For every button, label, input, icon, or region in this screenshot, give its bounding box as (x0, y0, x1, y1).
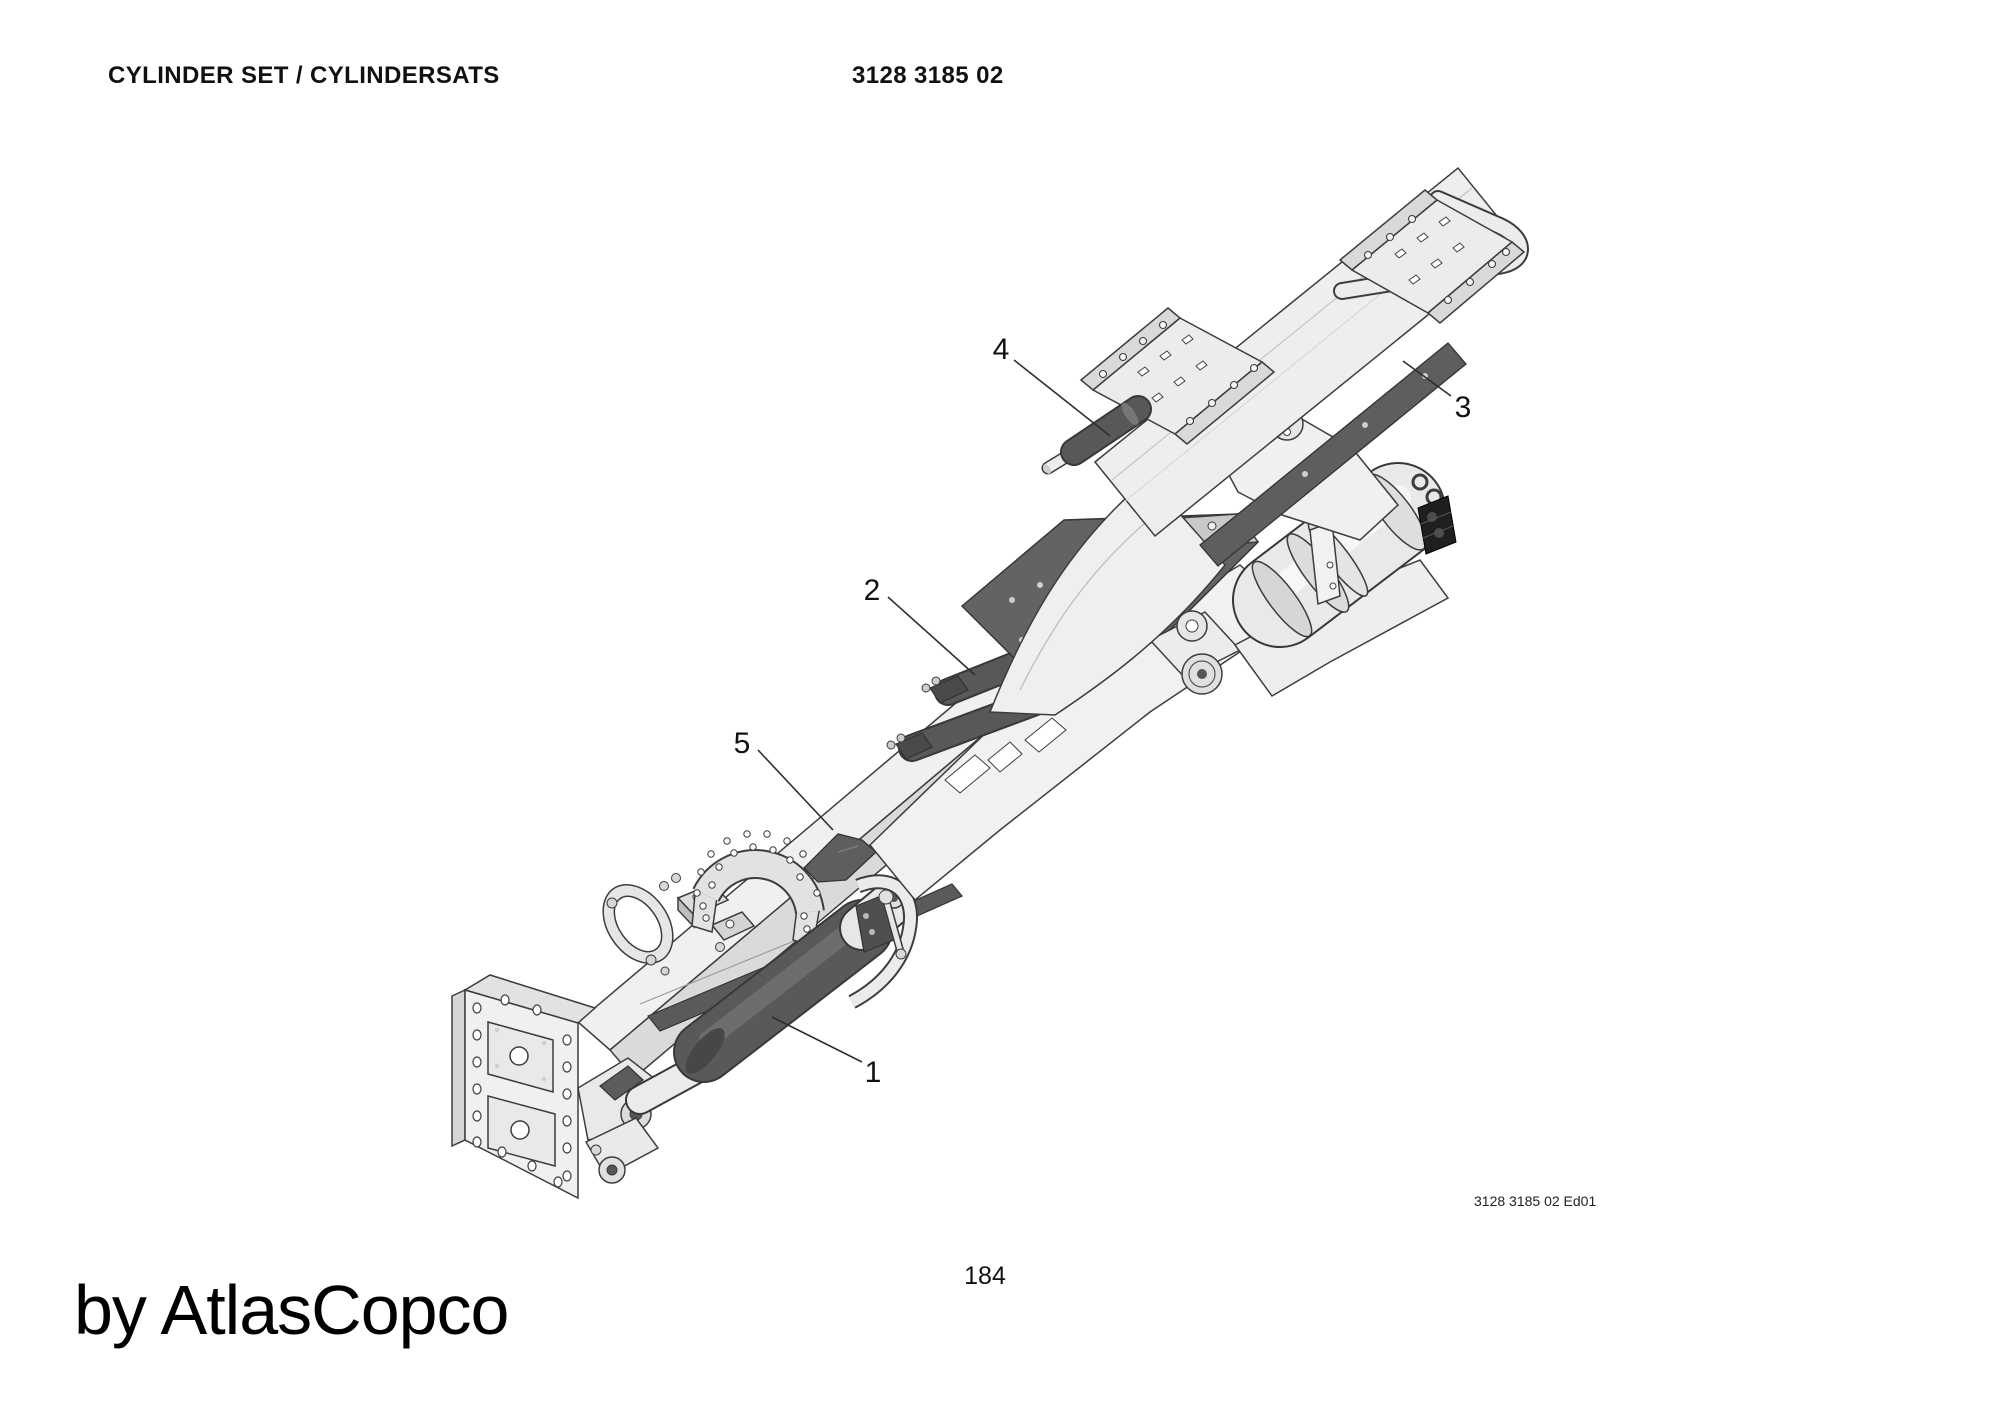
holed-arc-bracket (691, 830, 825, 947)
edition-reference: 3128 3185 02 Ed01 (1474, 1193, 1597, 1209)
cylinder-3-rail (1199, 342, 1467, 567)
black-manifold (1417, 495, 1457, 555)
document-number: 3128 3185 02 (852, 62, 1004, 89)
brand-line: by AtlasCopco (74, 1271, 509, 1349)
linkage-hubs (1148, 610, 1242, 695)
callout-4-leader (1013, 359, 1111, 437)
upper-slide-plate (1338, 189, 1526, 324)
callout-label-2: 2 (864, 574, 881, 607)
callout-label-3: 3 (1455, 391, 1472, 424)
callout-label-1: 1 (865, 1056, 882, 1089)
hydraulic-tube (848, 874, 919, 1009)
callout-3-leader (1402, 360, 1452, 397)
page-number: 184 (964, 1262, 1006, 1290)
hose-clamp-ring (602, 884, 674, 976)
page-title: CYLINDER SET / CYLINDERSATS (108, 62, 500, 89)
callout-label-4: 4 (993, 333, 1010, 366)
mounting-plate (451, 974, 597, 1200)
callout-5-leader (757, 749, 834, 831)
cradle (988, 476, 1226, 716)
cylinder-4 (1041, 395, 1152, 475)
callouts (757, 359, 1452, 1063)
clevis-bracket (577, 1057, 666, 1184)
cylinder-1 (625, 880, 915, 1115)
callout-2-leader (887, 596, 976, 676)
callout-1-leader (771, 1016, 863, 1063)
callout-label-5: 5 (734, 727, 751, 760)
